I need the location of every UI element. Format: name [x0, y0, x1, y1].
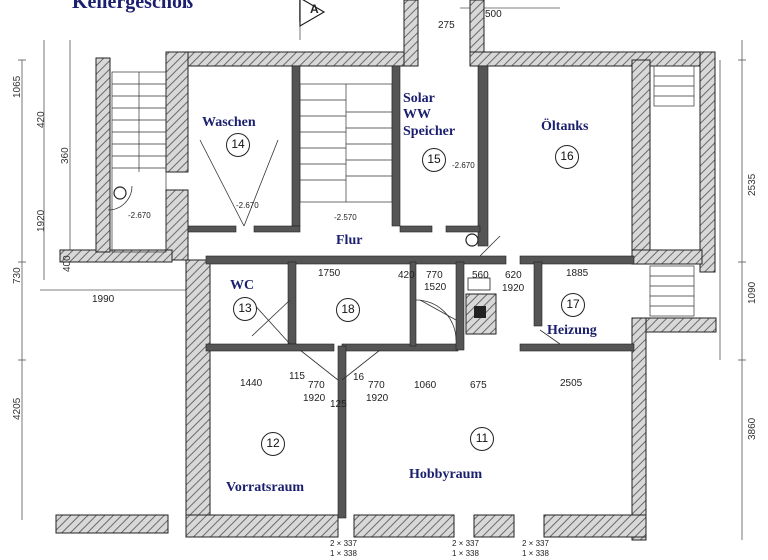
room-number-waschen: 14: [226, 133, 250, 157]
section-marker: [299, 0, 326, 28]
dim-1990: 1990: [92, 294, 115, 305]
dim-1920-right: 1920: [366, 393, 389, 404]
room-label-solar-line3: Speicher: [403, 124, 456, 139]
dim-1520: 1520: [424, 282, 447, 293]
dim-115: 115: [289, 371, 305, 382]
room-number-solar: 15: [422, 148, 446, 172]
floor-drains: [113, 186, 479, 247]
vdim-1920: 1920: [36, 209, 47, 232]
dim-1060: 1060: [414, 380, 437, 391]
inner-walls: [187, 65, 635, 519]
vdim-360: 360: [60, 147, 71, 164]
dim-770-left: 770: [308, 380, 325, 391]
vdim-420: 420: [36, 111, 47, 128]
dim-1920-heizung: 1920: [502, 283, 525, 294]
room-label-wc: WC: [230, 278, 255, 293]
outside-stair: [111, 71, 167, 253]
heizung-stair: [649, 65, 695, 317]
central-stair: [299, 83, 393, 203]
dim-16: 16: [353, 372, 365, 383]
dim-2505: 2505: [560, 378, 583, 389]
stair-spec-3-b: 1 × 338: [522, 549, 549, 558]
room-label-hobbyraum: Hobbyraum: [409, 467, 483, 482]
room-label-waschen: Waschen: [202, 115, 256, 130]
room-number-heizung: 17: [561, 293, 585, 317]
dim-770-top: 770: [426, 270, 443, 281]
room-label-heizung: Heizung: [547, 323, 597, 338]
vdim-3860: 3860: [747, 417, 758, 440]
room-number-hobbyraum: 11: [470, 427, 494, 451]
room-label-oeltanks: Öltanks: [541, 119, 589, 134]
level-stair: -2.670: [128, 211, 151, 220]
dim-675: 675: [470, 380, 487, 391]
dim-1885: 1885: [566, 268, 589, 279]
stair-spec-3-a: 2 × 337: [522, 539, 549, 548]
boiler: [465, 277, 497, 335]
vdim-4205: 4205: [12, 397, 23, 420]
room-number-wc: 13: [233, 297, 257, 321]
stair-spec-1-a: 2 × 337: [330, 539, 357, 548]
level-solar: -2.670: [452, 161, 475, 170]
level-waschen: -2.670: [236, 201, 259, 210]
vdim-400: 400: [62, 255, 73, 272]
outer-walls: [55, 0, 717, 541]
room-number-oeltanks: 16: [555, 145, 579, 169]
dim-275: 275: [438, 20, 455, 31]
vdim-1090: 1090: [747, 281, 758, 304]
vdim-730: 730: [12, 267, 23, 284]
stair-spec-2-a: 2 × 337: [452, 539, 479, 548]
dim-500: 500: [485, 9, 502, 20]
vdim-2535: 2535: [747, 173, 758, 196]
room-label-flur: Flur: [336, 233, 363, 248]
room-label-vorratsraum: Vorratsraum: [226, 480, 305, 495]
room-label-solar-line2: WW: [403, 107, 431, 122]
stair-spec-2-b: 1 × 338: [452, 549, 479, 558]
plan-title: Kellergeschoß: [72, 0, 194, 13]
dim-1920-left: 1920: [303, 393, 326, 404]
dimension-lines: [18, 7, 746, 540]
room-label-solar-line1: Solar: [403, 91, 435, 106]
dim-1440: 1440: [240, 378, 263, 389]
vdim-1065: 1065: [12, 75, 23, 98]
dim-560: 560: [472, 270, 489, 281]
dim-620: 620: [505, 270, 522, 281]
stair-spec-1-b: 1 × 338: [330, 549, 357, 558]
room-number-vorratsraum: 12: [261, 432, 285, 456]
dim-770-right: 770: [368, 380, 385, 391]
dim-420: 420: [398, 270, 415, 281]
section-marker-label: A: [310, 2, 319, 16]
dim-1750: 1750: [318, 268, 341, 279]
room-number-flur: 18: [336, 298, 360, 322]
dim-125: 125: [330, 399, 347, 410]
level-flur: -2.570: [334, 213, 357, 222]
